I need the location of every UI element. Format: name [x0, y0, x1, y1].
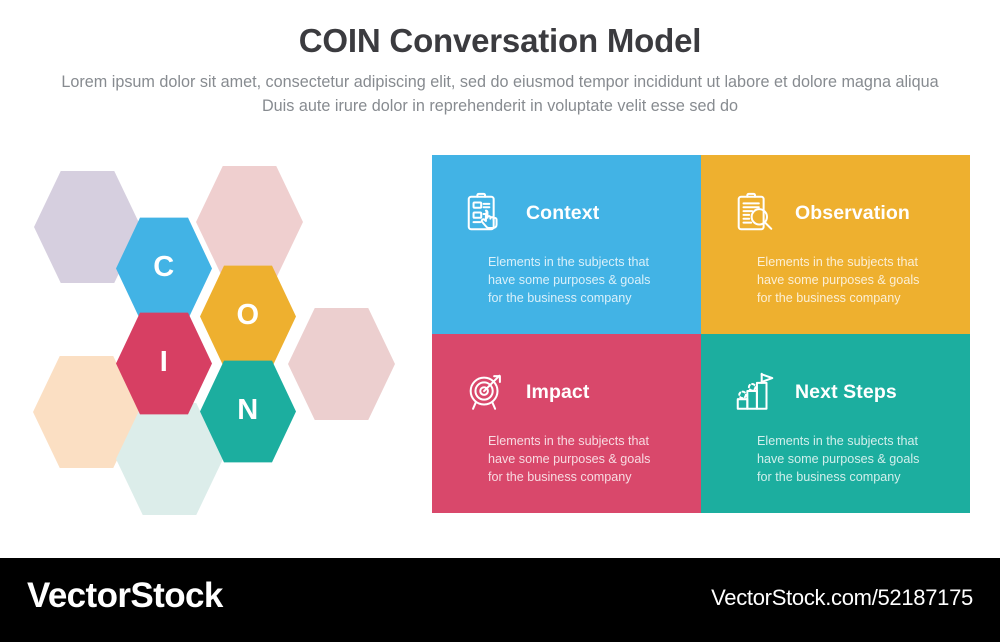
quadrant-next-steps[interactable]: Next Steps Elements in the subjects that… [701, 334, 970, 513]
quadrant-observation-title: Observation [795, 201, 910, 224]
watermark-bar: VectorStock VectorStock.com/52187175 [0, 558, 1000, 642]
quadrant-grid: Context Elements in the subjects that ha… [432, 155, 970, 513]
quadrant-impact-title: Impact [526, 380, 590, 403]
vectorstock-url: VectorStock.com/52187175 [711, 585, 973, 610]
quadrant-impact-header: Impact [460, 360, 677, 424]
decorative-hexagon-pink-top [196, 165, 303, 279]
hexagon-letter-o-label: O [236, 299, 260, 331]
page-subtitle: Lorem ipsum dolor sit amet, consectetur … [61, 72, 939, 115]
quadrant-observation-header: Observation [729, 181, 946, 245]
hexagon-letter-i-label: I [159, 346, 169, 378]
decorative-hexagon-pink-right [288, 307, 395, 421]
quadrant-impact[interactable]: Impact Elements in the subjects that hav… [432, 334, 701, 513]
quadrant-next-steps-description: Elements in the subjects that have some … [757, 434, 920, 484]
hexagon-letter-o[interactable]: O [200, 265, 296, 368]
target-arrow-icon [460, 366, 512, 418]
hexagon-letter-n[interactable]: N [200, 360, 296, 463]
hexagon-letter-c[interactable]: C [116, 217, 212, 320]
clipboard-hand-icon [460, 187, 512, 239]
quadrant-observation[interactable]: Observation Elements in the subjects tha… [701, 155, 970, 334]
hexagon-letter-n-label: N [237, 394, 259, 426]
hexagon-letter-c-label: C [153, 251, 175, 283]
quadrant-context-description: Elements in the subjects that have some … [488, 255, 651, 305]
hexagon-letter-i[interactable]: I [116, 312, 212, 415]
quadrant-next-steps-header: Next Steps [729, 360, 946, 424]
clipboard-magnifier-icon [729, 187, 781, 239]
quadrant-next-steps-title: Next Steps [795, 380, 897, 403]
page-title: COIN Conversation Model [298, 22, 702, 59]
quadrant-context-title: Context [526, 201, 600, 224]
header: COIN Conversation Model Lorem ipsum dolo… [0, 22, 1000, 119]
vectorstock-logo: VectorStock [27, 576, 223, 615]
hexagon-cluster: C O I N [0, 150, 420, 520]
growth-flag-icon [729, 366, 781, 418]
quadrant-context[interactable]: Context Elements in the subjects that ha… [432, 155, 701, 334]
quadrant-impact-description: Elements in the subjects that have some … [488, 434, 651, 484]
quadrant-context-header: Context [460, 181, 677, 245]
quadrant-observation-description: Elements in the subjects that have some … [757, 255, 920, 305]
